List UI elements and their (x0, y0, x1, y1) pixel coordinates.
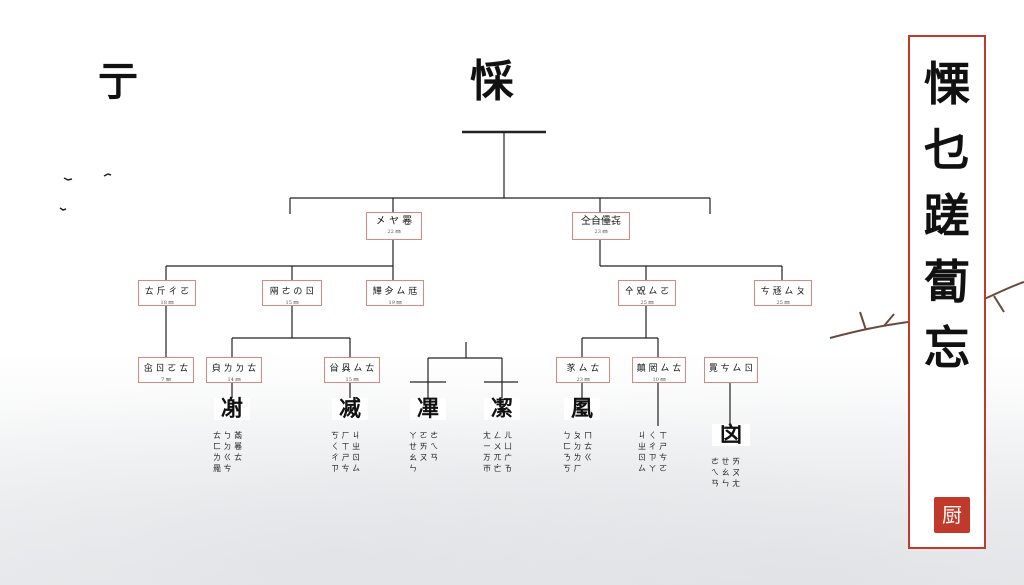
vertical-scroll-banner: 慄 乜 蹉 蔔 忘 厨 (908, 35, 986, 549)
glyph-node: 㓔 (214, 398, 250, 420)
scroll-text: 慄 乜 蹉 蔔 忘 (910, 51, 984, 381)
node-label: 㒻 ㄘ ㄙ ㄖ (708, 364, 754, 374)
node-sub: 22 ㎜ (387, 229, 401, 235)
node-sub: 19 ㎜ (388, 300, 402, 306)
diagram-title: 㥒 (470, 56, 514, 107)
node-label: 㒯 㒱 ㄙ 㒬 (372, 287, 418, 297)
scroll-char: 慄 (924, 57, 970, 111)
red-seal-stamp: 厨 (934, 497, 970, 533)
node-level1: 㒰㒲㒦㐂 23 ㎜ (572, 212, 630, 240)
node-sub: 14 ㎜ (227, 377, 241, 383)
text-column: ㄚ ㄛ ㄜ ㄝ ㄞ ㄟ ㄠ ㄡ ㄢ ㄣ (409, 431, 439, 473)
node-level1: 㐅 ヤ 㒽 22 ㎜ (366, 212, 422, 240)
node-label: 㒸 ㄙ ㄊ (566, 364, 600, 374)
node-sub: 15 ㎜ (345, 377, 359, 383)
node-label: 㒳 ㄜ の ㄖ (269, 287, 315, 297)
text-column: ㄊ ㄅ 㒼 ㄈ ㄉ 㒽 ㄌ ㄍ ㄊ 㒾 ㄘ (213, 431, 243, 473)
scroll-char: 蹉 (924, 189, 970, 243)
node-label: 㒶 㒷 ㄙ ㄊ (329, 364, 375, 374)
node-sub: 23 ㎜ (594, 229, 608, 235)
glyph-node: 㓙 (712, 424, 750, 446)
node-level3: 㒶 㒷 ㄙ ㄊ 15 ㎜ (324, 357, 380, 383)
node-sub: 18 ㎜ (160, 300, 174, 306)
node-level2: 㐃 㒭 ㄙ ㄛ 25 ㎜ (618, 280, 676, 306)
node-label: 㐃 㒭 ㄙ ㄛ (624, 287, 670, 297)
text-column: ㄎ ㄏ ㄐ ㄑ ㄒ ㄓ ㄔ ㄕ ㄖ ㄗ ㄘ ㄙ (331, 431, 361, 473)
node-level3: 㒸 ㄙ ㄊ 23 ㎜ (556, 357, 610, 383)
node-sub: 10 ㎜ (652, 377, 666, 383)
bird-decoration (59, 173, 112, 211)
glyph-node: 㓖 (410, 398, 446, 420)
node-label: 㒴 ㄖ ㄛ ㄊ (143, 364, 189, 374)
node-label: ㄘ 㒮 ㄙ ㄆ (760, 287, 806, 297)
node-sub: 25 ㎜ (640, 300, 654, 306)
text-column: ㄤ ㄥ ㄦ ㄧ ㄨ ㄩ ㄪ ㄫ ㄬ ㄭ ㄮ ㄯ (483, 431, 513, 473)
node-level3: 㒵 ㄌ ㄉ ㄊ 14 ㎜ (206, 357, 262, 383)
glyph-node: 㓘 (564, 398, 600, 420)
node-level3: 㒹 㒺 ㄙ ㄊ 10 ㎜ (632, 357, 686, 383)
glyph-node: 㓕 (332, 398, 368, 420)
text-column: ㄜ ㄝ ㄞ ㄟ ㄠ ㄡ ㄢ ㄣ ㄤ (711, 457, 741, 488)
scroll-char: 乜 (924, 123, 970, 177)
node-label: 㒹 㒺 ㄙ ㄊ (636, 364, 682, 374)
node-sub: 7 ㎜ (161, 377, 171, 383)
node-sub: 23 ㎜ (576, 377, 590, 383)
glyph-node: 㓗 (484, 398, 520, 420)
node-label: 㐅 ヤ 㒽 (375, 216, 413, 227)
node-level3: 㒴 ㄖ ㄛ ㄊ 7 ㎜ (138, 357, 194, 383)
node-label: ㄊ 斤 ㄔ ㄛ (144, 287, 190, 297)
corner-calligraphy: 亍 (98, 58, 138, 105)
node-label: 㒵 ㄌ ㄉ ㄊ (211, 364, 257, 374)
scroll-char: 忘 (924, 321, 970, 375)
text-column: ㄅ ㄆ ㄇ ㄈ ㄉ ㄊ ㄋ ㄌ ㄍ ㄎ ㄏ (563, 431, 593, 473)
node-level3: 㒻 ㄘ ㄙ ㄖ (704, 357, 758, 383)
scroll-char: 蔔 (924, 255, 970, 309)
node-level2: 㒯 㒱 ㄙ 㒬 19 ㎜ (366, 280, 424, 306)
node-sub: 15 ㎜ (285, 300, 299, 306)
node-level2: ㄘ 㒮 ㄙ ㄆ 25 ㎜ (754, 280, 812, 306)
node-label: 㒰㒲㒦㐂 (581, 216, 621, 227)
tree-branch-decoration (829, 281, 1024, 339)
node-level2: ㄊ 斤 ㄔ ㄛ 18 ㎜ (138, 280, 196, 306)
node-level2: 㒳 ㄜ の ㄖ 15 ㎜ (262, 280, 322, 306)
text-column: ㄐ ㄑ ㄒ ㄓ ㄔ ㄕ ㄖ ㄗ ㄘ ㄙ ㄚ ㄛ (638, 431, 668, 473)
node-sub: 25 ㎜ (776, 300, 790, 306)
